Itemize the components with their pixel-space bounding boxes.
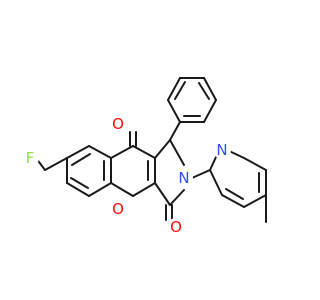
- atom-label-f: F: [26, 149, 35, 167]
- bond: [132, 182, 156, 197]
- bond: [70, 177, 89, 189]
- bond: [209, 169, 223, 196]
- bond: [110, 182, 134, 197]
- nitrogen-atom: N: [175, 169, 193, 187]
- fluorine-atom: F: [21, 149, 39, 167]
- bond: [243, 194, 267, 208]
- bond: [66, 145, 90, 159]
- bond: [71, 153, 91, 166]
- bond: [88, 182, 112, 197]
- molecule-drawing: F O O O N N: [21, 77, 267, 236]
- bond: [154, 182, 171, 206]
- bond: [203, 99, 217, 123]
- bond: [169, 121, 181, 141]
- bond: [169, 189, 185, 206]
- bond: [66, 182, 90, 197]
- bond: [110, 145, 134, 159]
- atom-label-layer: F O O O N N: [21, 115, 231, 236]
- oxygen-atom: O: [109, 200, 127, 218]
- bond: [44, 157, 68, 171]
- bond: [198, 82, 210, 100]
- bond: [167, 77, 181, 101]
- bond: [167, 99, 181, 123]
- bond: [88, 145, 112, 159]
- atom-label-o-ring: O: [112, 200, 124, 218]
- bond: [209, 156, 217, 171]
- structure-canvas: F O O O N N: [21, 77, 267, 236]
- atom-label-o-ketone: O: [112, 115, 124, 133]
- atom-label-n-pyridine: N: [216, 141, 227, 159]
- bond: [221, 194, 245, 208]
- bond: [169, 139, 185, 166]
- bond: [174, 81, 186, 100]
- bond: [243, 157, 267, 171]
- oxygen-atom: O: [109, 115, 127, 133]
- atom-label-o-lactam: O: [170, 218, 182, 236]
- oxygen-atom: O: [167, 218, 185, 236]
- bond: [191, 169, 211, 179]
- bond: [225, 188, 244, 200]
- bond: [154, 139, 171, 159]
- nitrogen-atom: N: [213, 141, 231, 159]
- bond: [132, 145, 156, 159]
- bond: [203, 77, 217, 101]
- atom-label-n-lactam: N: [178, 169, 189, 187]
- bond-layer: [35, 77, 267, 223]
